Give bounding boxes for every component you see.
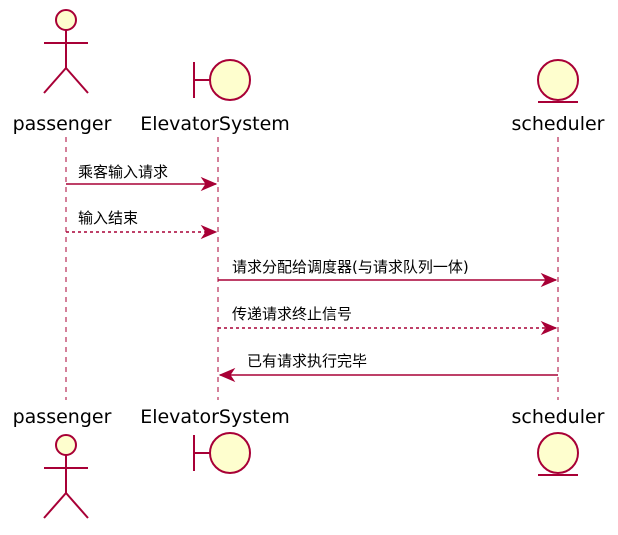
actor-icon-passenger-bottom (43, 434, 89, 519)
participant-label-scheduler-top: scheduler (512, 113, 605, 135)
message-3: 请求分配给调度器(与请求队列一体) (218, 258, 558, 288)
message-2: 输入结束 (66, 209, 218, 240)
participant-label-passenger-top: passenger (13, 113, 112, 135)
message-1: 乘客输入请求 (66, 163, 218, 192)
message-4: 传递请求终止信号 (218, 305, 558, 336)
participant-label-elevator-top: ElevatorSystem (140, 113, 290, 135)
message-5-label: 已有请求执行完毕 (247, 352, 367, 370)
boundary-icon-elevator-top (193, 59, 251, 101)
message-5: 已有请求执行完毕 (218, 352, 558, 383)
message-4-label: 传递请求终止信号 (232, 305, 352, 323)
participant-label-passenger-bottom: passenger (13, 406, 112, 428)
message-1-label: 乘客输入请求 (78, 163, 168, 181)
message-3-label: 请求分配给调度器(与请求队列一体) (232, 258, 469, 276)
actor-icon-passenger-top (43, 9, 89, 94)
participant-label-scheduler-bottom: scheduler (512, 406, 605, 428)
participant-label-elevator-bottom: ElevatorSystem (140, 406, 290, 428)
entity-icon-scheduler-top (537, 59, 579, 103)
entity-icon-scheduler-bottom (537, 432, 579, 476)
boundary-icon-elevator-bottom (193, 432, 251, 474)
message-2-label: 输入结束 (78, 209, 138, 227)
